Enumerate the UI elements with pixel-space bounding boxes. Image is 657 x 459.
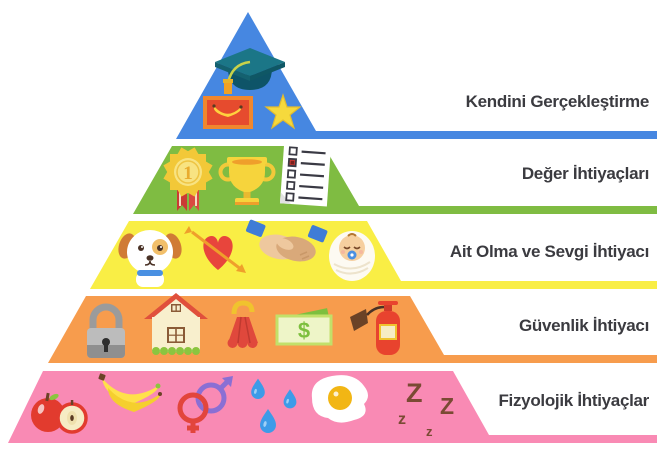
label-love-belonging: Ait Olma ve Sevgi İhtiyacı <box>450 242 649 261</box>
gender-symbols-icon <box>177 376 233 433</box>
bananas-icon <box>98 373 162 412</box>
dog-icon <box>118 230 182 287</box>
water-drops-icon <box>251 378 297 433</box>
trophy-icon <box>218 157 276 205</box>
fire-extinguisher-icon <box>350 301 400 355</box>
label-self-actualization: Kendini Gerçekleştirme <box>466 92 649 111</box>
sleep-z-tiny: z <box>426 424 433 439</box>
apple-icon <box>31 392 88 434</box>
umbrella-icon <box>227 300 258 348</box>
medal-icon: 1 <box>163 147 213 211</box>
checklist-icon <box>279 142 332 207</box>
house-icon <box>144 293 208 355</box>
sleep-zzz-icon: Z z Z z <box>398 378 454 439</box>
label-physiological: Fizyolojik İhtiyaçlar <box>498 391 649 410</box>
padlock-icon <box>87 303 125 358</box>
medal-number: 1 <box>183 163 193 184</box>
graduation-cap-icon <box>215 48 285 94</box>
sleep-z-large: Z <box>406 378 423 408</box>
money-icon: $ <box>275 308 333 346</box>
star-icon <box>264 93 302 130</box>
fried-egg-icon <box>311 375 368 423</box>
handshake-icon <box>246 219 328 262</box>
dollar-sign: $ <box>298 318 310 343</box>
banana-picture-icon <box>203 96 253 129</box>
sleep-z-medium: Z <box>440 393 454 419</box>
baby-icon <box>329 231 375 281</box>
sleep-z-small: z <box>398 411 406 428</box>
label-safety: Güvenlik İhtiyacı <box>519 316 649 335</box>
heart-with-arrow-icon <box>184 226 246 273</box>
label-esteem: Değer İhtiyaçları <box>522 164 649 183</box>
